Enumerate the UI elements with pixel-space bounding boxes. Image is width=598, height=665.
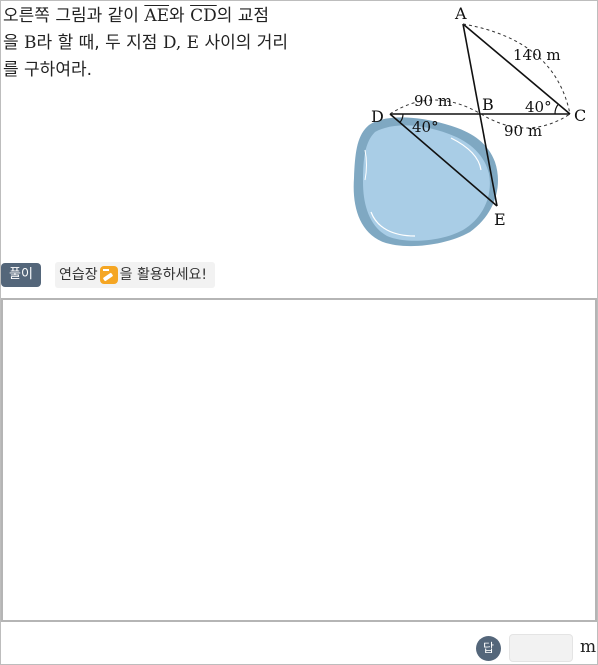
segment-ac-line xyxy=(462,23,571,115)
label-b: B xyxy=(482,95,494,114)
segment-ae: AE xyxy=(144,6,170,26)
question-line1-mid: 와 xyxy=(169,6,191,26)
question-text: 오른쪽 그림과 같이 AE와 CD의 교점 을 B라 할 때, 두 지점 D, … xyxy=(3,3,343,84)
notepad-pencil-icon[interactable] xyxy=(99,266,118,284)
label-a: A xyxy=(454,4,467,23)
label-e: E xyxy=(494,210,506,229)
angle-c-arc xyxy=(554,103,559,115)
question-line2-suffix: 사이의 거리 xyxy=(199,33,289,53)
dash-arc-db xyxy=(389,99,482,115)
solution-workspace[interactable] xyxy=(1,298,597,622)
geometry-figure: A B C D E 140 m 90 m 90 m 40° 40° xyxy=(353,4,586,247)
hint-text-before: 연습장 xyxy=(59,267,98,283)
answer-unit: m xyxy=(580,637,597,657)
question-line3: 를 구하여라. xyxy=(3,60,93,80)
lake-highlight-1 xyxy=(370,211,416,237)
solution-tag: 풀이 xyxy=(1,263,41,287)
segment-cd: CD xyxy=(190,6,217,26)
scratchpad-hint[interactable]: 연습장 을 활용하세요! xyxy=(55,262,215,288)
label-c: C xyxy=(574,106,586,125)
angle-c-label: 40° xyxy=(525,98,552,116)
segment-de-line xyxy=(389,113,498,207)
question-line1-suffix: 의 교점 xyxy=(216,6,270,26)
points-de-text: D, E xyxy=(162,33,200,53)
question-line2-prefix: 을 xyxy=(3,33,25,53)
lake-highlight-3 xyxy=(364,149,367,181)
dash-arc-bc xyxy=(480,113,571,129)
distance-bc-label: 90 m xyxy=(504,122,542,140)
angle-d-arc xyxy=(399,113,404,123)
dash-arc-ac xyxy=(462,23,571,115)
angle-d-label: 40° xyxy=(412,118,439,136)
hint-text-after: 을 활용하세요! xyxy=(119,267,207,283)
label-d: D xyxy=(371,107,384,126)
answer-badge: 답 xyxy=(476,636,501,661)
lake-inner xyxy=(363,125,490,241)
point-b-text: B xyxy=(24,33,37,53)
segment-ae-line xyxy=(462,23,498,207)
distance-ac-label: 140 m xyxy=(513,46,561,64)
lake-highlight-2 xyxy=(450,137,482,171)
question-line2-mid: 라 할 때, 두 지점 xyxy=(36,33,163,53)
answer-input[interactable] xyxy=(509,634,573,662)
distance-db-label: 90 m xyxy=(414,92,452,110)
question-line1-prefix: 오른쪽 그림과 같이 xyxy=(3,6,145,26)
